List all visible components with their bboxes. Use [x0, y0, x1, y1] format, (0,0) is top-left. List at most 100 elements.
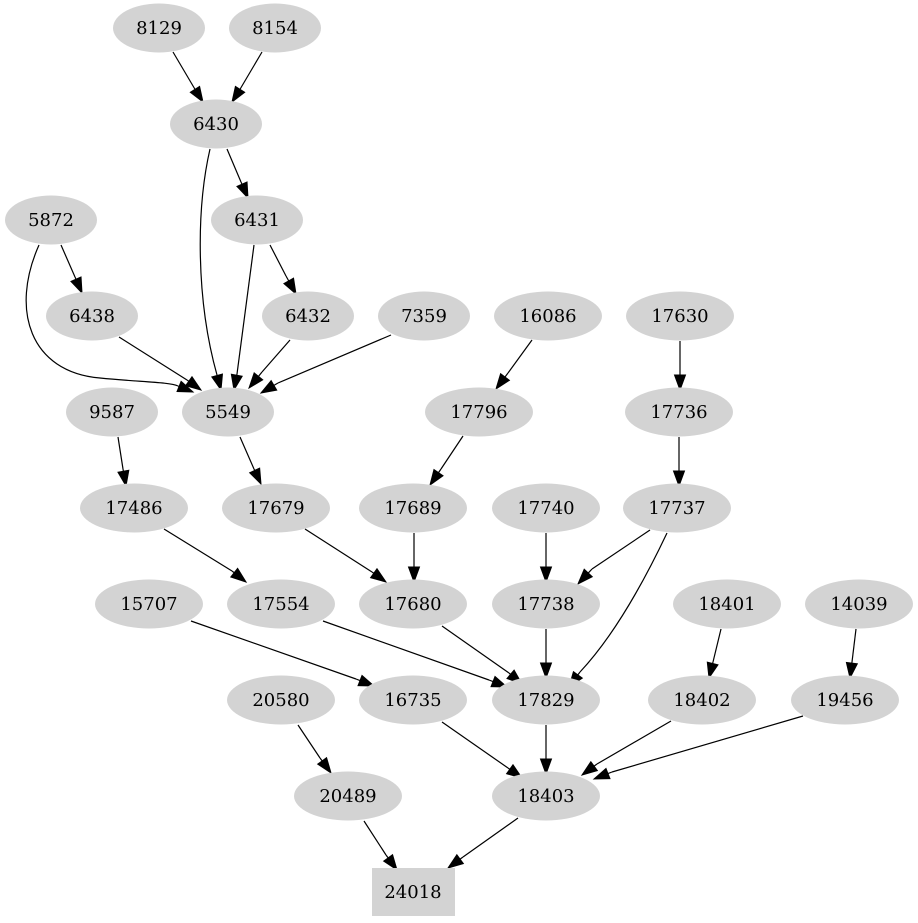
- node-label: 19456: [816, 690, 873, 711]
- arrowhead-icon: [236, 181, 249, 200]
- edge-line: [117, 436, 124, 470]
- node-17630[interactable]: 17630: [626, 291, 734, 341]
- edge-line-extension: [438, 468, 442, 473]
- node-17829[interactable]: 17829: [492, 675, 600, 725]
- arrowhead-icon: [248, 467, 262, 486]
- node-label: 17736: [650, 402, 707, 423]
- node-label: 17554: [252, 594, 309, 615]
- edge-17554-to-17829: [322, 620, 509, 688]
- edge-line: [441, 721, 509, 769]
- node-17679[interactable]: 17679: [222, 483, 330, 533]
- node-16735[interactable]: 16735: [359, 675, 467, 725]
- edge-line-extension: [231, 570, 235, 574]
- node-5549[interactable]: 5549: [182, 387, 274, 437]
- edge-line: [297, 724, 321, 759]
- node-6431[interactable]: 6431: [211, 195, 303, 245]
- edge-line-extension: [504, 372, 509, 378]
- node-ellipse-shape: [492, 771, 600, 821]
- node-label: 17689: [384, 498, 441, 519]
- node-9587[interactable]: 9587: [66, 387, 158, 437]
- node-17740[interactable]: 17740: [492, 483, 600, 533]
- edge-line-extension: [508, 672, 511, 675]
- node-15707[interactable]: 15707: [95, 579, 203, 629]
- arrowhead-icon: [189, 85, 204, 104]
- node-17689[interactable]: 17689: [359, 483, 467, 533]
- edge-17737-to-17738: [577, 529, 651, 586]
- edge-17689-to-17680: [407, 533, 421, 584]
- node-ellipse-shape: [623, 483, 731, 533]
- edge-16735-to-18403: [441, 721, 524, 779]
- edge-8154-to-6430: [231, 51, 263, 104]
- node-16086[interactable]: 16086: [494, 291, 602, 341]
- edge-line: [118, 336, 188, 381]
- node-24018[interactable]: 24018: [372, 868, 455, 916]
- node-6438[interactable]: 6438: [46, 291, 138, 341]
- node-18402[interactable]: 18402: [648, 675, 756, 725]
- node-6430[interactable]: 6430: [170, 99, 262, 149]
- edge-line: [462, 817, 519, 858]
- node-8154[interactable]: 8154: [229, 3, 321, 53]
- edge-16086-to-17796: [495, 339, 533, 391]
- node-17736[interactable]: 17736: [625, 387, 733, 437]
- edge-line: [199, 148, 218, 376]
- node-14039[interactable]: 14039: [805, 579, 913, 629]
- edge-line-extension: [186, 379, 190, 382]
- node-ellipse-shape: [359, 483, 467, 533]
- node-ellipse-shape: [791, 675, 899, 725]
- edge-line-extension: [355, 678, 361, 682]
- node-17680[interactable]: 17680: [359, 579, 467, 629]
- edge-line: [60, 244, 76, 278]
- node-6432[interactable]: 6432: [262, 291, 354, 341]
- edge-line: [363, 820, 387, 856]
- node-18403[interactable]: 18403: [492, 771, 600, 821]
- node-ellipse-shape: [494, 291, 602, 341]
- edge-line-extension: [577, 671, 581, 676]
- node-label: 18403: [517, 786, 574, 807]
- node-20489[interactable]: 20489: [294, 771, 402, 821]
- edge-17486-to-17554: [163, 528, 248, 583]
- node-17738[interactable]: 17738: [492, 579, 600, 629]
- edge-line: [611, 715, 804, 773]
- node-ellipse-shape: [262, 291, 354, 341]
- edge-5872-to-6438: [60, 244, 83, 295]
- edge-5549-to-17679: [239, 436, 262, 486]
- edge-17740-to-17738: [539, 533, 553, 584]
- edge-line: [239, 436, 255, 470]
- edge-line-extension: [238, 89, 241, 92]
- node-17554[interactable]: 17554: [227, 579, 335, 629]
- node-label: 17737: [648, 498, 705, 519]
- edge-line: [236, 244, 255, 375]
- edge-line: [190, 620, 357, 680]
- edge-line-extension: [459, 856, 464, 860]
- edge-8129-to-6430: [172, 51, 204, 104]
- edge-line: [25, 244, 179, 387]
- edge-9587-to-17486: [117, 436, 130, 488]
- node-8129[interactable]: 8129: [113, 3, 205, 53]
- arrowhead-icon: [283, 277, 297, 296]
- node-label: 6432: [285, 306, 331, 327]
- node-17486[interactable]: 17486: [80, 483, 188, 533]
- node-ellipse-shape: [492, 483, 600, 533]
- node-7359[interactable]: 7359: [378, 291, 470, 341]
- node-19456[interactable]: 19456: [791, 675, 899, 725]
- node-17737[interactable]: 17737: [623, 483, 731, 533]
- node-5872[interactable]: 5872: [5, 195, 97, 245]
- node-ellipse-shape: [492, 675, 600, 725]
- node-17796[interactable]: 17796: [425, 387, 533, 437]
- edge-line-extension: [507, 767, 511, 770]
- edge-line: [304, 528, 373, 573]
- edge-line-extension: [194, 89, 197, 92]
- node-label: 5872: [28, 210, 74, 231]
- edge-line-extension: [593, 763, 598, 767]
- node-20580[interactable]: 20580: [227, 675, 335, 725]
- node-label: 17679: [247, 498, 304, 519]
- edge-18402-to-18403: [580, 720, 672, 776]
- edge-17679-to-17680: [304, 528, 388, 583]
- node-label: 20580: [252, 690, 309, 711]
- arrowhead-icon: [369, 567, 388, 583]
- node-ellipse-shape: [425, 387, 533, 437]
- edge-line: [226, 148, 242, 183]
- node-18401[interactable]: 18401: [673, 579, 781, 629]
- node-label: 6431: [234, 210, 280, 231]
- node-ellipse-shape: [359, 579, 467, 629]
